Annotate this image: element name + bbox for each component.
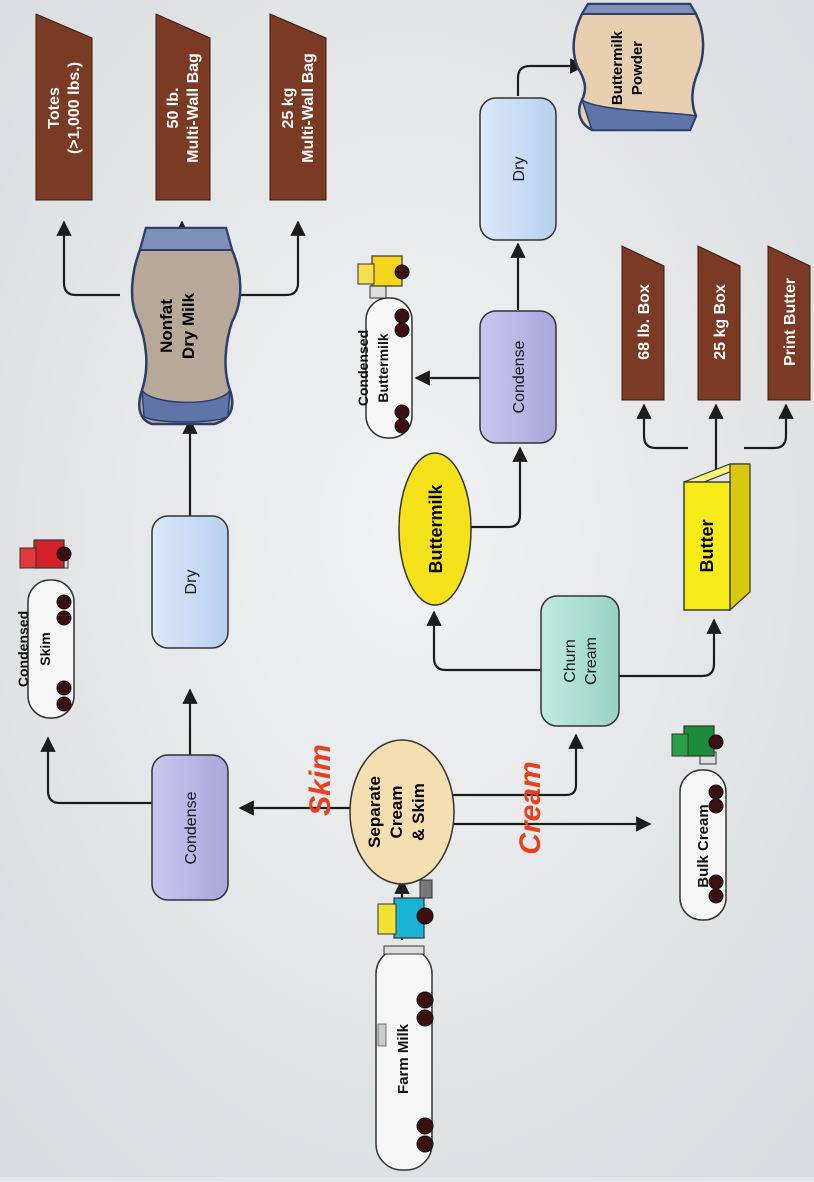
label-condensed-buttermilk-line2: Buttermilk	[375, 333, 391, 402]
label-farm-milk: Farm Milk	[395, 1023, 412, 1094]
label-condensed-skim-line2: Skim	[37, 632, 53, 665]
label-25kg-line1: 25 kg	[280, 88, 297, 129]
label-68lb-box: 68 lb. Box	[636, 284, 653, 360]
label-churn-line2: Cream	[583, 637, 600, 685]
package-totes: Totes (>1,000 lbs.)	[35, 13, 93, 201]
label-25kg-box: 25 kg Box	[712, 284, 729, 360]
label-separate-line2: Cream	[387, 786, 406, 839]
node-separate: Separate Cream & Skim	[349, 739, 455, 885]
label-buttermilk: Buttermilk	[426, 484, 446, 574]
label-nonfat-line1: Nonfat	[157, 299, 176, 353]
edge-totes	[56, 220, 120, 297]
package-print-butter: Print Butter	[767, 245, 811, 401]
edge-churn-butter	[619, 618, 722, 678]
truck-condensed-buttermilk: Condensed Buttermilk	[355, 255, 413, 439]
truck-bulk-cream: Bulk Cream	[671, 725, 727, 921]
package-bag-25kg: 25 kg Multi-Wall Bag	[269, 13, 327, 201]
edge-buttermilk-condense	[470, 446, 528, 529]
label-churn-line1: Churn	[562, 639, 579, 683]
label-50lb-line2: Multi-Wall Bag	[185, 53, 202, 163]
label-butter: Butter	[697, 520, 717, 573]
node-churn-cream: Churn Cream	[540, 595, 620, 727]
label-condense-skim: Condense	[183, 791, 200, 864]
node-buttermilk: Buttermilk	[398, 452, 472, 606]
label-50lb-line1: 50 lb.	[165, 88, 182, 129]
truck-condensed-skim: Condensed Skim	[15, 539, 75, 719]
label-dry-buttermilk: Dry	[511, 157, 528, 182]
label-powder-line2: Powder	[629, 41, 646, 95]
node-condense-buttermilk: Condense	[479, 310, 557, 444]
label-bulk-cream: Bulk Cream	[695, 804, 712, 887]
edge-68lb-box	[636, 403, 688, 450]
node-condense-skim: Condense	[151, 754, 229, 901]
label-totes-line1: Totes	[46, 87, 63, 129]
edge-bag-25kg	[236, 220, 306, 297]
edge-cream-churn	[452, 733, 584, 797]
label-25kg-line2: Multi-Wall Bag	[300, 53, 317, 163]
package-68lb-box: 68 lb. Box	[621, 245, 665, 401]
label-separate-line1: Separate	[365, 776, 384, 848]
node-butter: Butter	[683, 463, 751, 612]
label-condensed-buttermilk-line1: Condensed	[355, 330, 371, 406]
buttermilk-powder-bag: Buttermilk Powder	[572, 2, 705, 132]
node-dry-skim: Dry	[151, 515, 229, 649]
label-nonfat-line2: Dry Milk	[179, 292, 198, 359]
package-25kg-box: 25 kg Box	[697, 245, 741, 401]
label-powder-line1: Buttermilk	[609, 30, 626, 105]
label-condensed-skim-line1: Condensed	[15, 611, 31, 687]
edge-print-butter	[744, 403, 794, 450]
truck-farm-milk: Farm Milk	[375, 879, 434, 1171]
edge-condensed-skim	[40, 736, 152, 805]
label-totes-line2: (>1,000 lbs.)	[66, 62, 83, 154]
edge-dry-powder	[516, 58, 586, 96]
edge-churn-buttermilk	[426, 610, 545, 672]
label-cream: Cream	[514, 761, 547, 854]
node-dry-buttermilk: Dry	[479, 97, 557, 241]
label-dry-skim: Dry	[183, 570, 200, 595]
label-condense-buttermilk: Condense	[511, 340, 528, 413]
label-print-butter: Print Butter	[782, 278, 799, 366]
package-bag-50lb: 50 lb. Multi-Wall Bag	[155, 13, 211, 201]
label-separate-line3: & Skim	[409, 783, 428, 841]
label-skim: Skim	[304, 744, 337, 816]
nonfat-dry-milk-bag: Nonfat Dry Milk	[130, 226, 242, 426]
